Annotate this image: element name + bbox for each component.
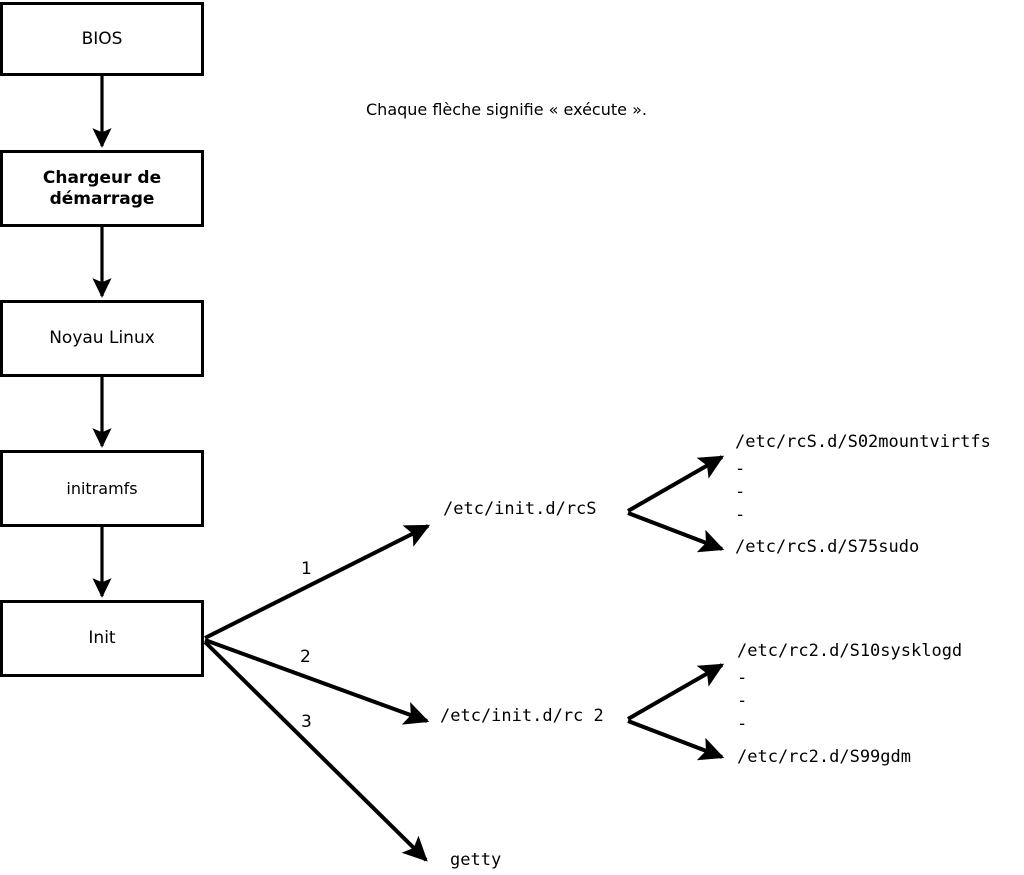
node-initramfs: initramfs: [0, 450, 204, 527]
arrow-init-to-rcS: [204, 524, 431, 640]
branch-number-1: 1: [301, 559, 312, 579]
arrow-rc2-to-last: [627, 719, 725, 761]
arrow-rcS-to-last: [627, 511, 725, 553]
arrow-rcS-to-first: [627, 455, 725, 513]
branch-number-2: 2: [300, 647, 311, 667]
arrow-init-to-getty: [203, 640, 428, 862]
arrow-init-to-rc2: [204, 638, 430, 725]
node-getty-label: getty: [450, 850, 502, 870]
node-initramfs-label: initramfs: [66, 478, 138, 498]
node-rc2-first-script: /etc/rc2.d/S10sysklogd: [737, 641, 963, 661]
node-init-label: Init: [88, 628, 116, 649]
node-bootloader: Chargeur de démarrage: [0, 150, 204, 227]
node-kernel-label: Noyau Linux: [49, 328, 155, 349]
rc2-ellipsis-dash-2: -: [737, 691, 748, 711]
rcS-ellipsis-dash-2: -: [735, 482, 746, 502]
diagram-caption: Chaque flèche signifie « exécute ».: [366, 100, 647, 119]
branch-number-3: 3: [301, 712, 312, 732]
rcS-ellipsis-dash-1: -: [735, 459, 746, 479]
rc2-ellipsis-dash-3: -: [737, 714, 748, 734]
node-init: Init: [0, 600, 204, 677]
node-rcS-label: /etc/init.d/rcS: [443, 499, 597, 519]
node-rcS-first-script: /etc/rcS.d/S02mountvirtfs: [735, 432, 991, 452]
node-bios-label: BIOS: [81, 28, 123, 49]
node-rcS-last-script: /etc/rcS.d/S75sudo: [735, 537, 920, 557]
node-rc2-label: /etc/init.d/rc 2: [440, 706, 604, 726]
rc2-ellipsis-dash-1: -: [737, 668, 748, 688]
node-rc2-last-script: /etc/rc2.d/S99gdm: [737, 747, 911, 767]
arrow-rc2-to-first: [627, 663, 725, 721]
node-bootloader-label: Chargeur de démarrage: [42, 167, 162, 209]
node-bios: BIOS: [0, 2, 204, 76]
rcS-ellipsis-dash-3: -: [735, 505, 746, 525]
node-kernel: Noyau Linux: [0, 300, 204, 377]
